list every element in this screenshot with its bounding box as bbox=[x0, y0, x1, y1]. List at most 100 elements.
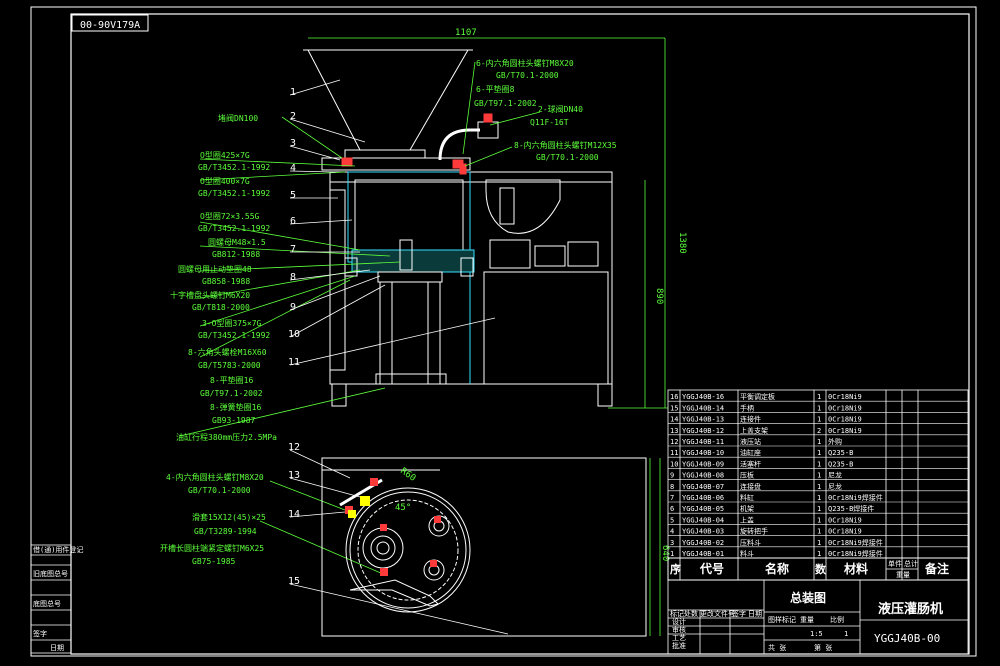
callout-left-10-std: GB/T97.1-2002 bbox=[200, 389, 263, 398]
side-table-labels: 借(通)用件登记 旧底图总号 底图总号 签字 日期 bbox=[33, 545, 83, 652]
parts-row-name: 连接盘 bbox=[740, 482, 761, 491]
right-callouts: 6-内六角圆柱头螺钉M8X20 GB/T70.1-2000 6-平垫圈8 GB/… bbox=[474, 58, 617, 162]
parts-row-no: 1 bbox=[670, 550, 674, 558]
balloon-numbers: 1 2 3 4 5 6 7 8 9 10 11 12 13 14 15 bbox=[288, 87, 300, 587]
callout-left-10-name: 8-平垫圈16 bbox=[210, 375, 253, 385]
callout-left-4-std: GB/T3452.1-1992 bbox=[198, 224, 270, 233]
plan-callouts: 4-内六角圆柱头螺钉M8X20 GB/T70.1-2000 滑套15X12(45… bbox=[160, 472, 266, 566]
parts-row-qty: 1 bbox=[817, 516, 821, 524]
parts-row-qty: 1 bbox=[817, 404, 821, 412]
header-remark: 备注 bbox=[924, 561, 949, 576]
parts-row-material: Q235-B bbox=[828, 449, 853, 457]
row-label-2: 处数 bbox=[684, 609, 698, 618]
dim-top-width: 1107 bbox=[455, 28, 477, 38]
parts-row-code: YGGJ40B-09 bbox=[682, 460, 724, 468]
drawing-number: YGGJ40B-00 bbox=[874, 632, 940, 645]
callout-left-6-std: GB858-1988 bbox=[202, 277, 250, 286]
title-block-text: 总装图 液压灌肠机 YGGJ40B-00 1:5 1 标记 处数 更改文件号 签… bbox=[670, 590, 943, 652]
row-label-4: 签字 bbox=[732, 609, 746, 618]
side-label-1: 借(通)用件登记 bbox=[33, 545, 83, 554]
parts-list-grid bbox=[667, 389, 969, 580]
parts-row-name: 上盖 bbox=[740, 515, 754, 524]
parts-row-qty: 1 bbox=[817, 539, 821, 547]
header-weight2: 总计 bbox=[904, 559, 918, 568]
header-weight-label: 重量 bbox=[896, 571, 910, 579]
role-label-2: 审核 bbox=[672, 625, 686, 634]
parts-row-material: 0Cr18Ni9焊接件 bbox=[828, 549, 883, 558]
balloon-8: 8 bbox=[290, 272, 296, 283]
dim-total-height: 1380 bbox=[677, 232, 687, 254]
parts-row-no: 14 bbox=[670, 416, 678, 424]
parts-row-no: 13 bbox=[670, 427, 678, 435]
left-callouts: 堵阀DN100 O型圈425×7G GB/T3452.1-1992 O型圈400… bbox=[170, 113, 277, 442]
parts-row-code: YGGJ40B-07 bbox=[682, 483, 724, 491]
product-name: 液压灌肠机 bbox=[878, 601, 943, 617]
mid-label-2: 重量 bbox=[800, 616, 814, 624]
parts-row-code: YGGJ40B-01 bbox=[682, 550, 724, 558]
parts-list-header: 序 代号 名称 数 材料 单件 总计 重量 备注 bbox=[667, 557, 969, 581]
side-label-2: 旧底图总号 bbox=[33, 569, 68, 578]
callout-left-5-std: GB812-1988 bbox=[212, 250, 260, 259]
parts-row-qty: 1 bbox=[817, 416, 821, 424]
balloon-12: 12 bbox=[288, 442, 300, 453]
parts-row-no: 16 bbox=[670, 393, 678, 401]
callout-left-4-name: O型圈72×3.55G bbox=[200, 212, 260, 221]
parts-row-name: 油缸座 bbox=[740, 448, 761, 457]
parts-row-no: 6 bbox=[670, 505, 674, 513]
row-label-3: 更改文件号 bbox=[700, 609, 735, 618]
balloon-6: 6 bbox=[290, 216, 296, 227]
parts-row-no: 5 bbox=[670, 516, 674, 524]
callout-right-4-std: GB/T70.1-2000 bbox=[536, 153, 599, 162]
balloon-5: 5 bbox=[290, 190, 296, 201]
parts-row-no: 8 bbox=[670, 483, 674, 491]
mid-label-4: 共 张 bbox=[768, 643, 786, 652]
parts-row-code: YGGJ40B-14 bbox=[682, 404, 724, 412]
parts-row-name: 料缸 bbox=[740, 493, 754, 502]
role-label-4: 批准 bbox=[672, 641, 686, 650]
parts-row-qty: 1 bbox=[817, 449, 821, 457]
parts-row-qty: 1 bbox=[817, 528, 821, 536]
callout-plan-3-name: 开槽长圆柱端紧定螺钉M6X25 bbox=[160, 543, 264, 553]
parts-row-qty: 1 bbox=[817, 494, 821, 502]
callout-plan-1-name: 4-内六角圆柱头螺钉M8X20 bbox=[166, 472, 264, 482]
role-label-3: 工艺 bbox=[672, 634, 686, 642]
header-code: 代号 bbox=[699, 561, 724, 576]
side-table bbox=[30, 544, 72, 654]
sheet-value: 1 bbox=[844, 630, 848, 638]
parts-row-no: 7 bbox=[670, 494, 674, 502]
balloon-11: 11 bbox=[288, 357, 300, 368]
row-label-5: 日期 bbox=[748, 610, 762, 618]
parts-row-material: Q235-B焊接件 bbox=[828, 504, 874, 513]
plan-radius: R60 bbox=[398, 466, 417, 484]
parts-row-material: 0Cr18Ni9 bbox=[828, 404, 862, 412]
drawing-name: 总装图 bbox=[790, 590, 826, 605]
parts-row-code: YGGJ40B-10 bbox=[682, 449, 724, 457]
callout-left-7-name: 十字槽盘头螺钉M6X20 bbox=[170, 290, 250, 300]
balloon-2: 2 bbox=[290, 111, 296, 122]
side-label-3: 底图总号 bbox=[33, 599, 61, 608]
title-block-grid bbox=[667, 579, 969, 655]
callout-right-1-std: GB/T70.1-2000 bbox=[496, 71, 559, 80]
parts-row-code: YGGJ40B-11 bbox=[682, 438, 724, 446]
parts-row-material: 外购 bbox=[828, 437, 842, 446]
plan-angle: 45° bbox=[395, 503, 411, 513]
balloon-10: 10 bbox=[288, 329, 300, 340]
callout-right-1-name: 6-内六角圆柱头螺钉M8X20 bbox=[476, 58, 574, 68]
parts-row-qty: 2 bbox=[817, 427, 821, 435]
parts-row-name: 压料斗 bbox=[740, 538, 761, 547]
balloon-1: 1 bbox=[290, 87, 296, 98]
callout-plan-2-name: 滑套15X12(45)×25 bbox=[192, 512, 266, 522]
parts-row-qty: 1 bbox=[817, 550, 821, 558]
callout-left-2-std: GB/T3452.1-1992 bbox=[198, 163, 270, 172]
header-qty: 数 bbox=[815, 562, 827, 576]
parts-row-code: YGGJ40B-08 bbox=[682, 472, 724, 480]
balloon-3: 3 bbox=[290, 138, 296, 149]
callout-left-3-std: GB/T3452.1-1992 bbox=[198, 189, 270, 198]
parts-row-code: YGGJ40B-16 bbox=[682, 393, 724, 401]
parts-row-qty: 1 bbox=[817, 460, 821, 468]
parts-row-code: YGGJ40B-02 bbox=[682, 539, 724, 547]
parts-row-qty: 1 bbox=[817, 393, 821, 401]
dim-body-height: 890 bbox=[654, 288, 664, 304]
header-name: 名称 bbox=[765, 561, 789, 576]
